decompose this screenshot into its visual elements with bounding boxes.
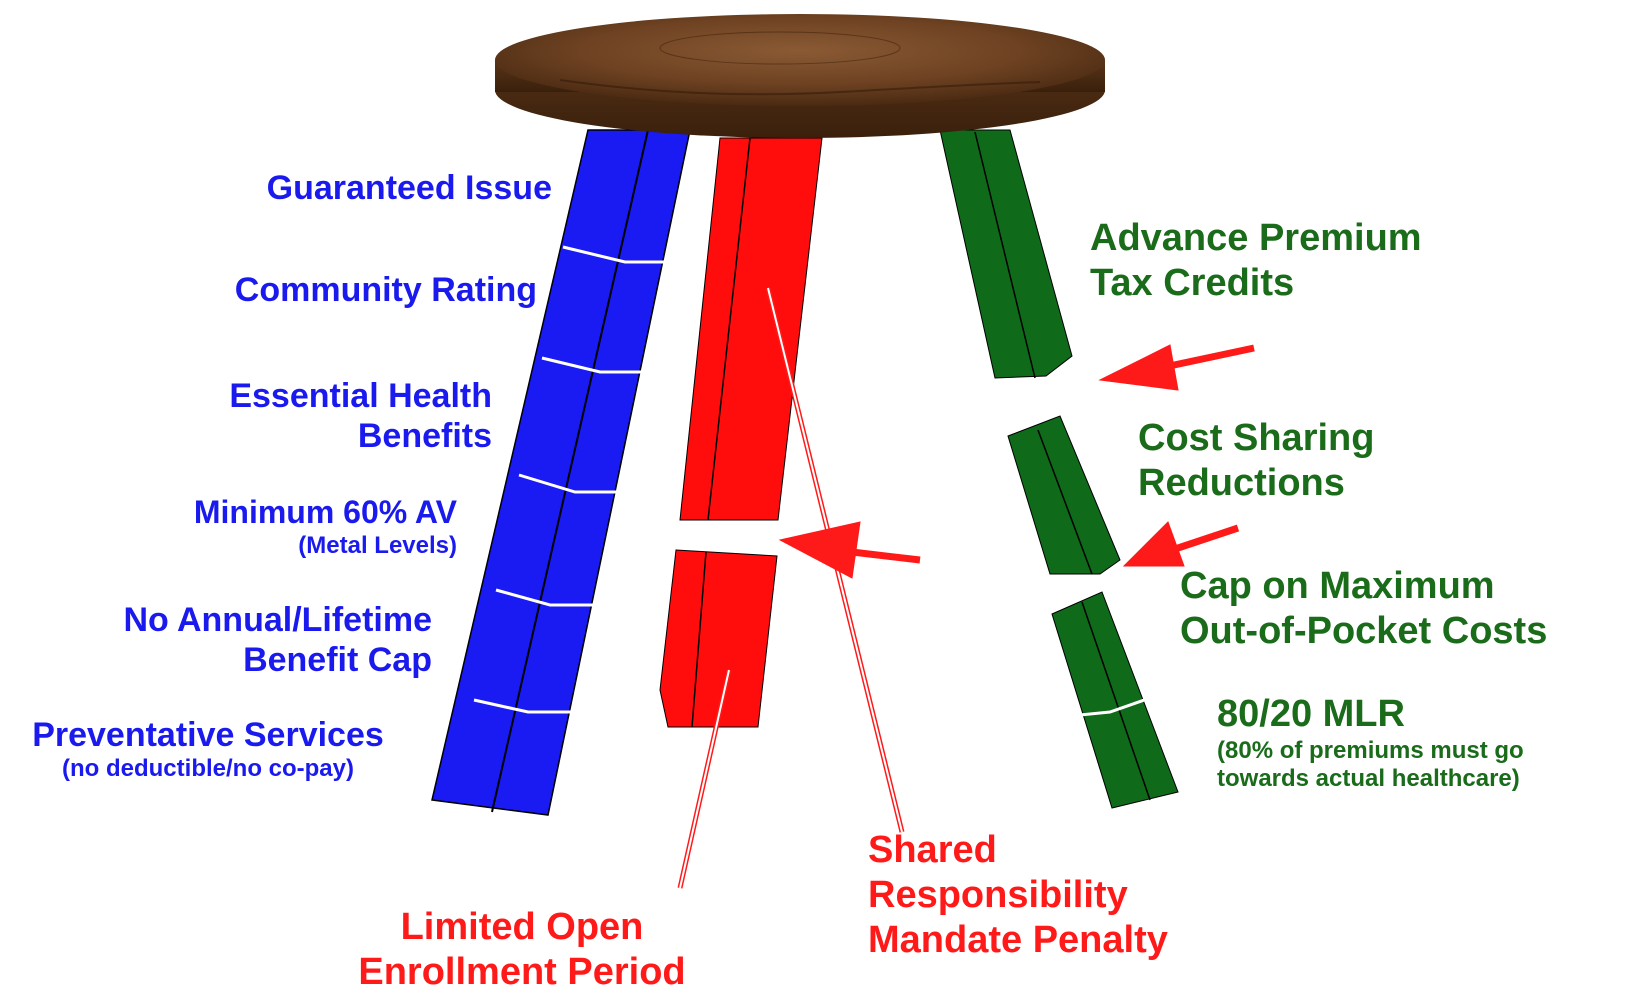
label-essential-health-benefits: Essential Health Benefits [229, 377, 492, 456]
label-preventative-services: Preventative Services (no deductible/no … [32, 716, 384, 783]
label-mlr: 80/20 MLR (80% of premiums must go towar… [1217, 693, 1524, 793]
label-limited-open-enrollment: Limited Open Enrollment Period [358, 906, 686, 993]
label-shared-responsibility: Shared Responsibility Mandate Penalty [868, 829, 1168, 961]
break-arrow-icon [778, 344, 1255, 579]
label-cost-sharing-reductions: Cost Sharing Reductions [1138, 417, 1375, 504]
red-leg [659, 137, 823, 728]
label-minimum-av: Minimum 60% AV (Metal Levels) [193, 494, 457, 559]
label-no-annual-lifetime-cap: No Annual/Lifetime Benefit Cap [123, 601, 432, 680]
green-leg [939, 129, 1179, 809]
label-advance-premium-tax-credits: Advance Premium Tax Credits [1090, 217, 1422, 304]
label-guaranteed-issue: Guaranteed Issue [266, 169, 552, 207]
stool-seat [495, 14, 1105, 138]
label-cap-on-oop: Cap on Maximum Out-of-Pocket Costs [1180, 565, 1548, 652]
blue-leg [431, 129, 691, 816]
label-community-rating: Community Rating [234, 271, 537, 309]
